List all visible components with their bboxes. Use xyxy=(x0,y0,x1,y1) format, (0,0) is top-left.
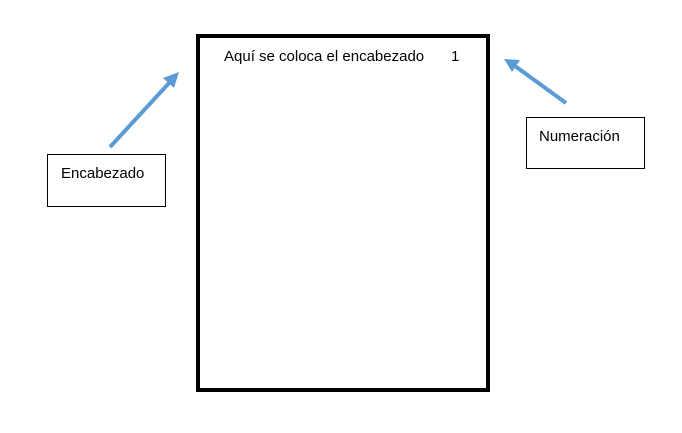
encabezado-label-box: Encabezado xyxy=(47,154,166,207)
page-header-text: Aquí se coloca el encabezado xyxy=(224,48,425,65)
arrow-to-header-icon xyxy=(108,72,179,149)
page-outline: Aquí se coloca el encabezado 1 xyxy=(196,34,490,392)
numeracion-label-box: Numeración xyxy=(526,117,645,169)
numeracion-label: Numeración xyxy=(539,128,620,145)
arrow-to-page-number-icon xyxy=(504,59,568,105)
page-number: 1 xyxy=(451,48,460,65)
encabezado-label: Encabezado xyxy=(61,165,145,182)
